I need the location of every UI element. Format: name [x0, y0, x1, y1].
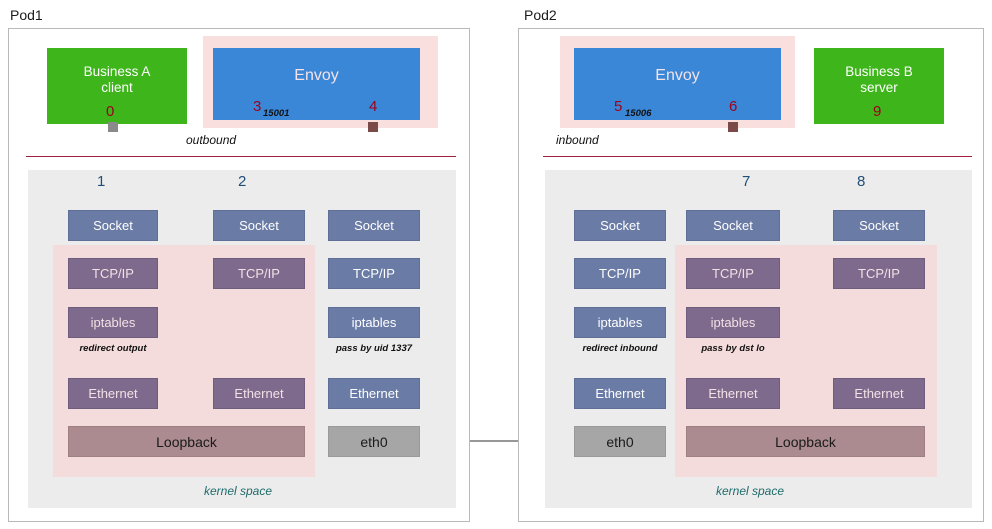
pod1-user-kernel-boundary — [26, 156, 456, 157]
pod1-col1-ethernet[interactable]: Ethernet — [68, 378, 158, 409]
step-label-3: 3 — [253, 98, 262, 115]
pod2-kernel-space-label: kernel space — [715, 484, 785, 498]
step-label-2: 2 — [238, 173, 247, 190]
pod2-col1-iptables-rule: redirect inbound — [582, 343, 658, 354]
pod2-loopback[interactable]: Loopback — [686, 426, 925, 457]
pod1-eth0[interactable]: eth0 — [328, 426, 420, 457]
pod2-col3-tcpip[interactable]: TCP/IP — [833, 258, 925, 289]
business-a-client-box[interactable]: Business A client — [47, 48, 187, 124]
pod1-col3-iptables[interactable]: iptables — [328, 307, 420, 338]
pod2-envoy-inbound-port: 15006 — [625, 108, 652, 119]
pod2-envoy-label: Envoy — [655, 66, 700, 84]
step-label-7: 7 — [742, 173, 751, 190]
pod1-title: Pod1 — [10, 7, 43, 23]
pod2-col2-ethernet[interactable]: Ethernet — [686, 378, 780, 409]
pod1-col2-tcpip[interactable]: TCP/IP — [213, 258, 305, 289]
pod1-col3-iptables-rule: pass by uid 1337 — [335, 343, 413, 354]
business-a-client-label: Business A client — [83, 64, 151, 95]
pod1-col1-tcpip[interactable]: TCP/IP — [68, 258, 158, 289]
pod1-envoy-egress-plug — [368, 122, 378, 132]
pod2-user-kernel-boundary — [543, 156, 972, 157]
pod2-col2-iptables-rule: pass by dst lo — [701, 343, 765, 354]
pod2-col1-iptables[interactable]: iptables — [574, 307, 666, 338]
step-label-0: 0 — [106, 103, 115, 120]
pod2-col1-socket[interactable]: Socket — [574, 210, 666, 241]
pod2-col1-ethernet[interactable]: Ethernet — [574, 378, 666, 409]
pod1-envoy-outbound-port: 15001 — [263, 108, 290, 119]
pod1-col1-iptables-rule: redirect output — [79, 343, 147, 354]
pod1-direction-label: outbound — [186, 133, 237, 147]
pod1-col3-socket[interactable]: Socket — [328, 210, 420, 241]
pod2-col2-socket[interactable]: Socket — [686, 210, 780, 241]
pod1-envoy-label: Envoy — [294, 66, 339, 84]
pod1-col3-tcpip[interactable]: TCP/IP — [328, 258, 420, 289]
pod2-direction-label: inbound — [556, 133, 599, 147]
step-label-8: 8 — [857, 173, 866, 190]
pod1-col2-socket[interactable]: Socket — [213, 210, 305, 241]
pod1-col3-ethernet[interactable]: Ethernet — [328, 378, 420, 409]
pod2-envoy-box[interactable]: Envoy — [574, 48, 781, 120]
business-b-server-box[interactable]: Business B server — [814, 48, 944, 124]
pod1-envoy-box[interactable]: Envoy — [213, 48, 420, 120]
pod1-loopback[interactable]: Loopback — [68, 426, 305, 457]
step-label-9: 9 — [873, 103, 882, 120]
step-label-4: 4 — [369, 98, 378, 115]
pod1-col1-socket[interactable]: Socket — [68, 210, 158, 241]
pod2-col1-tcpip[interactable]: TCP/IP — [574, 258, 666, 289]
step-label-5: 5 — [614, 98, 623, 115]
pod2-title: Pod2 — [524, 7, 557, 23]
step-label-1: 1 — [97, 173, 106, 190]
pod1-kernel-space-label: kernel space — [203, 484, 273, 498]
pod2-col2-tcpip[interactable]: TCP/IP — [686, 258, 780, 289]
pod2-envoy-egress-plug — [728, 122, 738, 132]
pod1-col2-ethernet[interactable]: Ethernet — [213, 378, 305, 409]
pod1-col1-iptables[interactable]: iptables — [68, 307, 158, 338]
pod2-col3-socket[interactable]: Socket — [833, 210, 925, 241]
pod2-col2-iptables[interactable]: iptables — [686, 307, 780, 338]
business-a-client-socket-plug — [108, 122, 118, 132]
step-label-6: 6 — [729, 98, 738, 115]
pod2-col3-ethernet[interactable]: Ethernet — [833, 378, 925, 409]
pod2-eth0[interactable]: eth0 — [574, 426, 666, 457]
business-b-server-label: Business B server — [845, 64, 913, 95]
